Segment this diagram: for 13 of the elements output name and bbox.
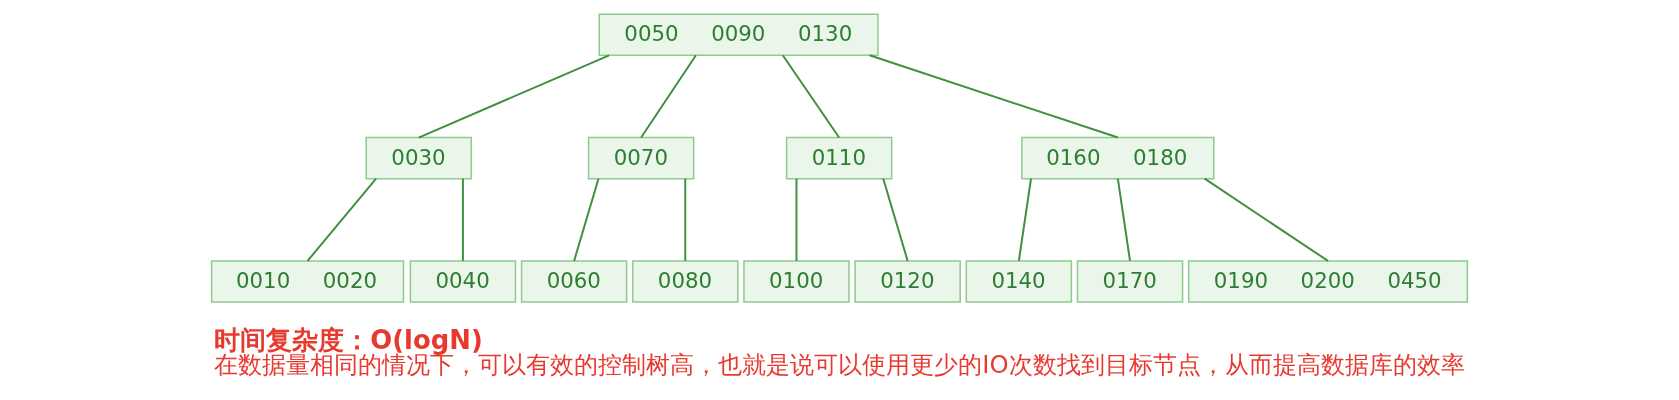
connector <box>868 54 1119 139</box>
connector <box>882 177 909 262</box>
connector <box>1203 177 1329 262</box>
connector <box>684 177 687 262</box>
connector <box>1017 177 1032 262</box>
connector <box>461 177 464 262</box>
connector <box>417 54 611 139</box>
connector <box>573 177 600 262</box>
connector <box>640 54 697 139</box>
connector <box>795 177 798 262</box>
connector <box>306 177 378 262</box>
connector <box>1116 177 1131 262</box>
connector <box>781 54 841 139</box>
